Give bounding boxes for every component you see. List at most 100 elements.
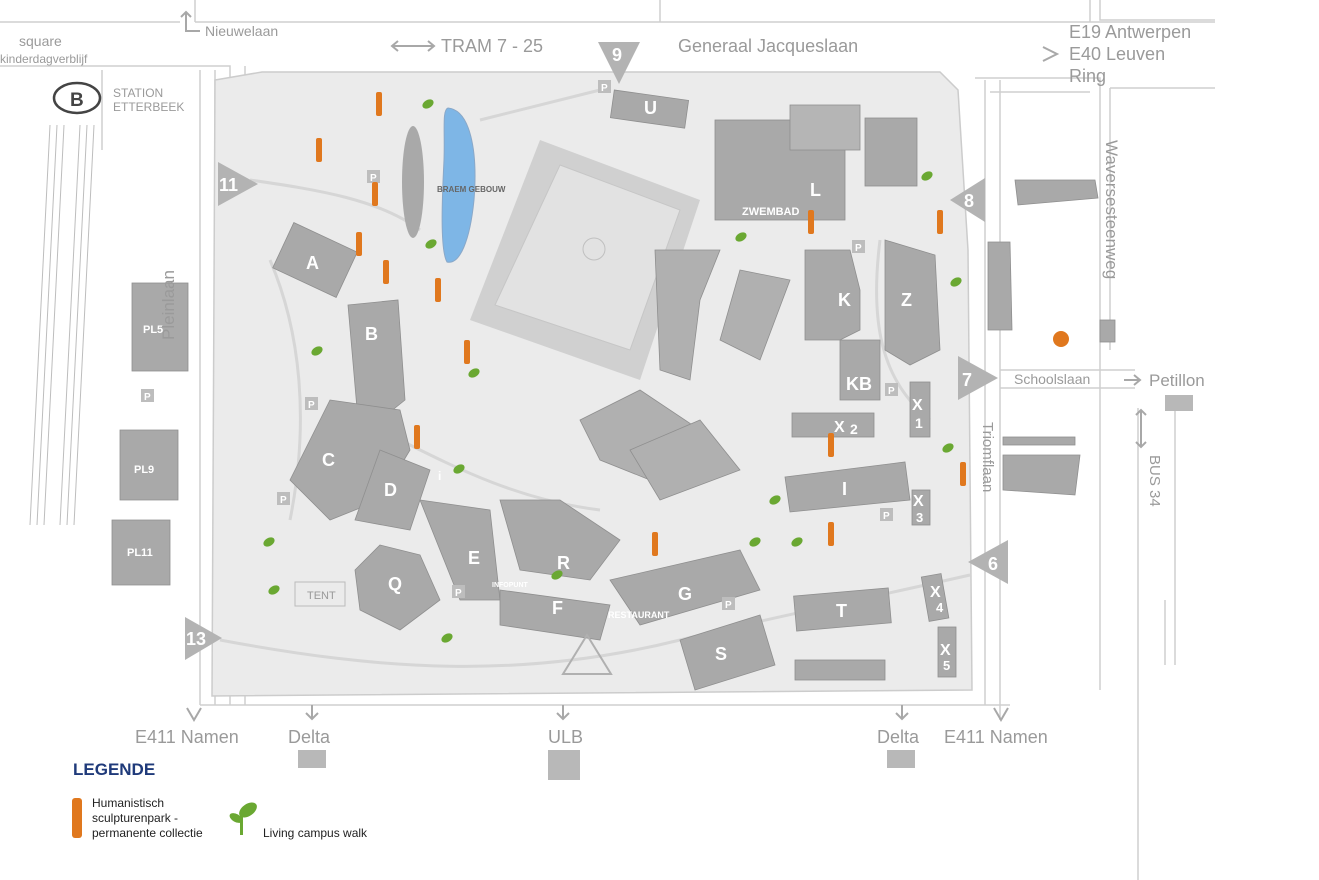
- building-q-label: Q: [388, 574, 402, 594]
- railway: [29, 124, 95, 526]
- restaurant-label: RESTAURANT: [608, 610, 670, 620]
- building-pl5-label: PL5: [143, 324, 163, 336]
- legend-sculpture-line-3: permanente collectie: [92, 826, 203, 840]
- legend-title: LEGENDE: [73, 760, 156, 779]
- building-x5-letter: X: [940, 642, 951, 659]
- road-network: [0, 0, 1215, 880]
- delta-left-label: Delta: [288, 727, 331, 747]
- station-label-1: STATION: [113, 86, 164, 100]
- gate-9-label: 9: [612, 45, 622, 65]
- building-pl9-label: PL9: [134, 464, 154, 476]
- building-x3-letter: X: [913, 493, 924, 510]
- direction-arrows: [180, 10, 1147, 722]
- nieuwelaan-label: Nieuwelaan: [205, 23, 279, 39]
- building-x5-number: 5: [943, 658, 950, 673]
- building-x4-number: 4: [936, 600, 944, 615]
- gate-6-label: 6: [988, 554, 998, 574]
- campus-area: [211, 71, 973, 697]
- braem-building-shape: [402, 126, 424, 238]
- tent-label: TENT: [307, 590, 336, 602]
- building-x1-number: 1: [915, 415, 923, 431]
- svg-text:P: P: [855, 243, 862, 254]
- building-k-label: K: [838, 290, 851, 310]
- building-f-label: F: [552, 598, 563, 618]
- building-kb-label: KB: [846, 374, 872, 394]
- building-x1-letter: X: [912, 397, 923, 414]
- infopunt-label: INFOPUNT: [492, 582, 529, 589]
- building-labels: U L ZWEMBAD A BRAEM GEBOUW B C D E R F G…: [127, 98, 951, 673]
- pond: [441, 107, 476, 263]
- building-x3-number: 3: [916, 510, 923, 525]
- legend-walk-text: Living campus walk: [263, 826, 368, 840]
- info-point-icon: i: [438, 469, 441, 483]
- square-label: square: [19, 33, 62, 49]
- transit-logos: [298, 395, 1193, 780]
- building-z-label: Z: [901, 290, 912, 310]
- e411-namen-left-label: E411 Namen: [135, 727, 239, 747]
- svg-text:P: P: [601, 83, 608, 94]
- building-t-label: T: [836, 601, 847, 621]
- building-r-label: R: [557, 553, 570, 573]
- bus-34-label: BUS 34: [1146, 455, 1163, 507]
- living-campus-plants: [263, 99, 962, 643]
- e40-label: E40 Leuven: [1069, 44, 1166, 64]
- building-e-label: E: [468, 548, 480, 568]
- legend-sculpture-text: Humanistisch sculpturenpark - permanente…: [92, 796, 203, 841]
- building-braem-label: BRAEM GEBOUW: [437, 185, 506, 194]
- svg-text:P: P: [888, 386, 895, 397]
- building-x2-letter: X: [834, 419, 845, 436]
- schoolslaan-label: Schoolslaan: [1014, 371, 1091, 387]
- svg-text:P: P: [280, 495, 287, 506]
- svg-text:P: P: [883, 511, 890, 522]
- svg-text:P: P: [144, 392, 151, 403]
- building-a-label: A: [306, 253, 319, 273]
- e19-label: E19 Antwerpen: [1069, 22, 1192, 42]
- stadium: [470, 140, 700, 380]
- kinderdagverblijf-label: kinderdagverblijf: [0, 52, 88, 66]
- svg-text:B: B: [70, 90, 84, 111]
- triomflaan-label: Triomflaan: [979, 422, 996, 493]
- svg-text:P: P: [370, 173, 377, 184]
- gate-13-label: 13: [186, 629, 206, 649]
- building-l-label: L: [810, 180, 821, 200]
- gate-11-label: 11: [219, 175, 238, 195]
- pleinlaan-label: Pleinlaan: [159, 270, 178, 340]
- sculptures: [316, 92, 966, 556]
- train-station-icon: B: [52, 81, 102, 115]
- building-pl11-label: PL11: [127, 547, 153, 559]
- building-zwembad-label: ZWEMBAD: [742, 206, 799, 218]
- petillon-label: Petillon: [1149, 371, 1205, 390]
- svg-text:P: P: [308, 400, 315, 411]
- buildings: [111, 89, 1116, 691]
- station-label-2: ETTERBEEK: [113, 100, 185, 114]
- building-x2-number: 2: [850, 421, 858, 437]
- generaal-jacqueslaan-label: Generaal Jacqueslaan: [678, 36, 859, 56]
- building-s-label: S: [715, 644, 727, 664]
- building-c-label: C: [322, 450, 335, 470]
- legend-sculpture-line-1: Humanistisch: [92, 796, 165, 810]
- e411-namen-right-label: E411 Namen: [944, 727, 1048, 747]
- gate-7-label: 7: [962, 370, 972, 390]
- building-g-label: G: [678, 584, 692, 604]
- tram-label: TRAM 7 - 25: [441, 36, 544, 56]
- building-u-label: U: [644, 98, 657, 118]
- waversesteenweg-label: Waversesteenweg: [1102, 140, 1121, 280]
- building-d-label: D: [384, 480, 397, 500]
- delivery-icon: [561, 633, 613, 675]
- gate-8-label: 8: [964, 191, 974, 211]
- building-x4-letter: X: [930, 584, 941, 601]
- building-b-label: B: [365, 324, 378, 344]
- hospital-icon: [1053, 331, 1069, 347]
- parking-markers: P P P P P P P P P P: [141, 80, 898, 611]
- legend-sculpture-line-2: sculpturenpark -: [92, 811, 179, 825]
- ulb-label: ULB: [548, 727, 584, 747]
- gate-markers: 9 11 8 7 6 13: [185, 42, 1008, 660]
- svg-text:P: P: [455, 588, 462, 599]
- legend-sculpture-icon: [72, 798, 82, 838]
- ring-label: Ring: [1069, 66, 1107, 86]
- svg-text:P: P: [725, 600, 732, 611]
- legend-plant-icon: [229, 802, 257, 835]
- building-i-label: I: [842, 479, 847, 499]
- delta-right-label: Delta: [877, 727, 920, 747]
